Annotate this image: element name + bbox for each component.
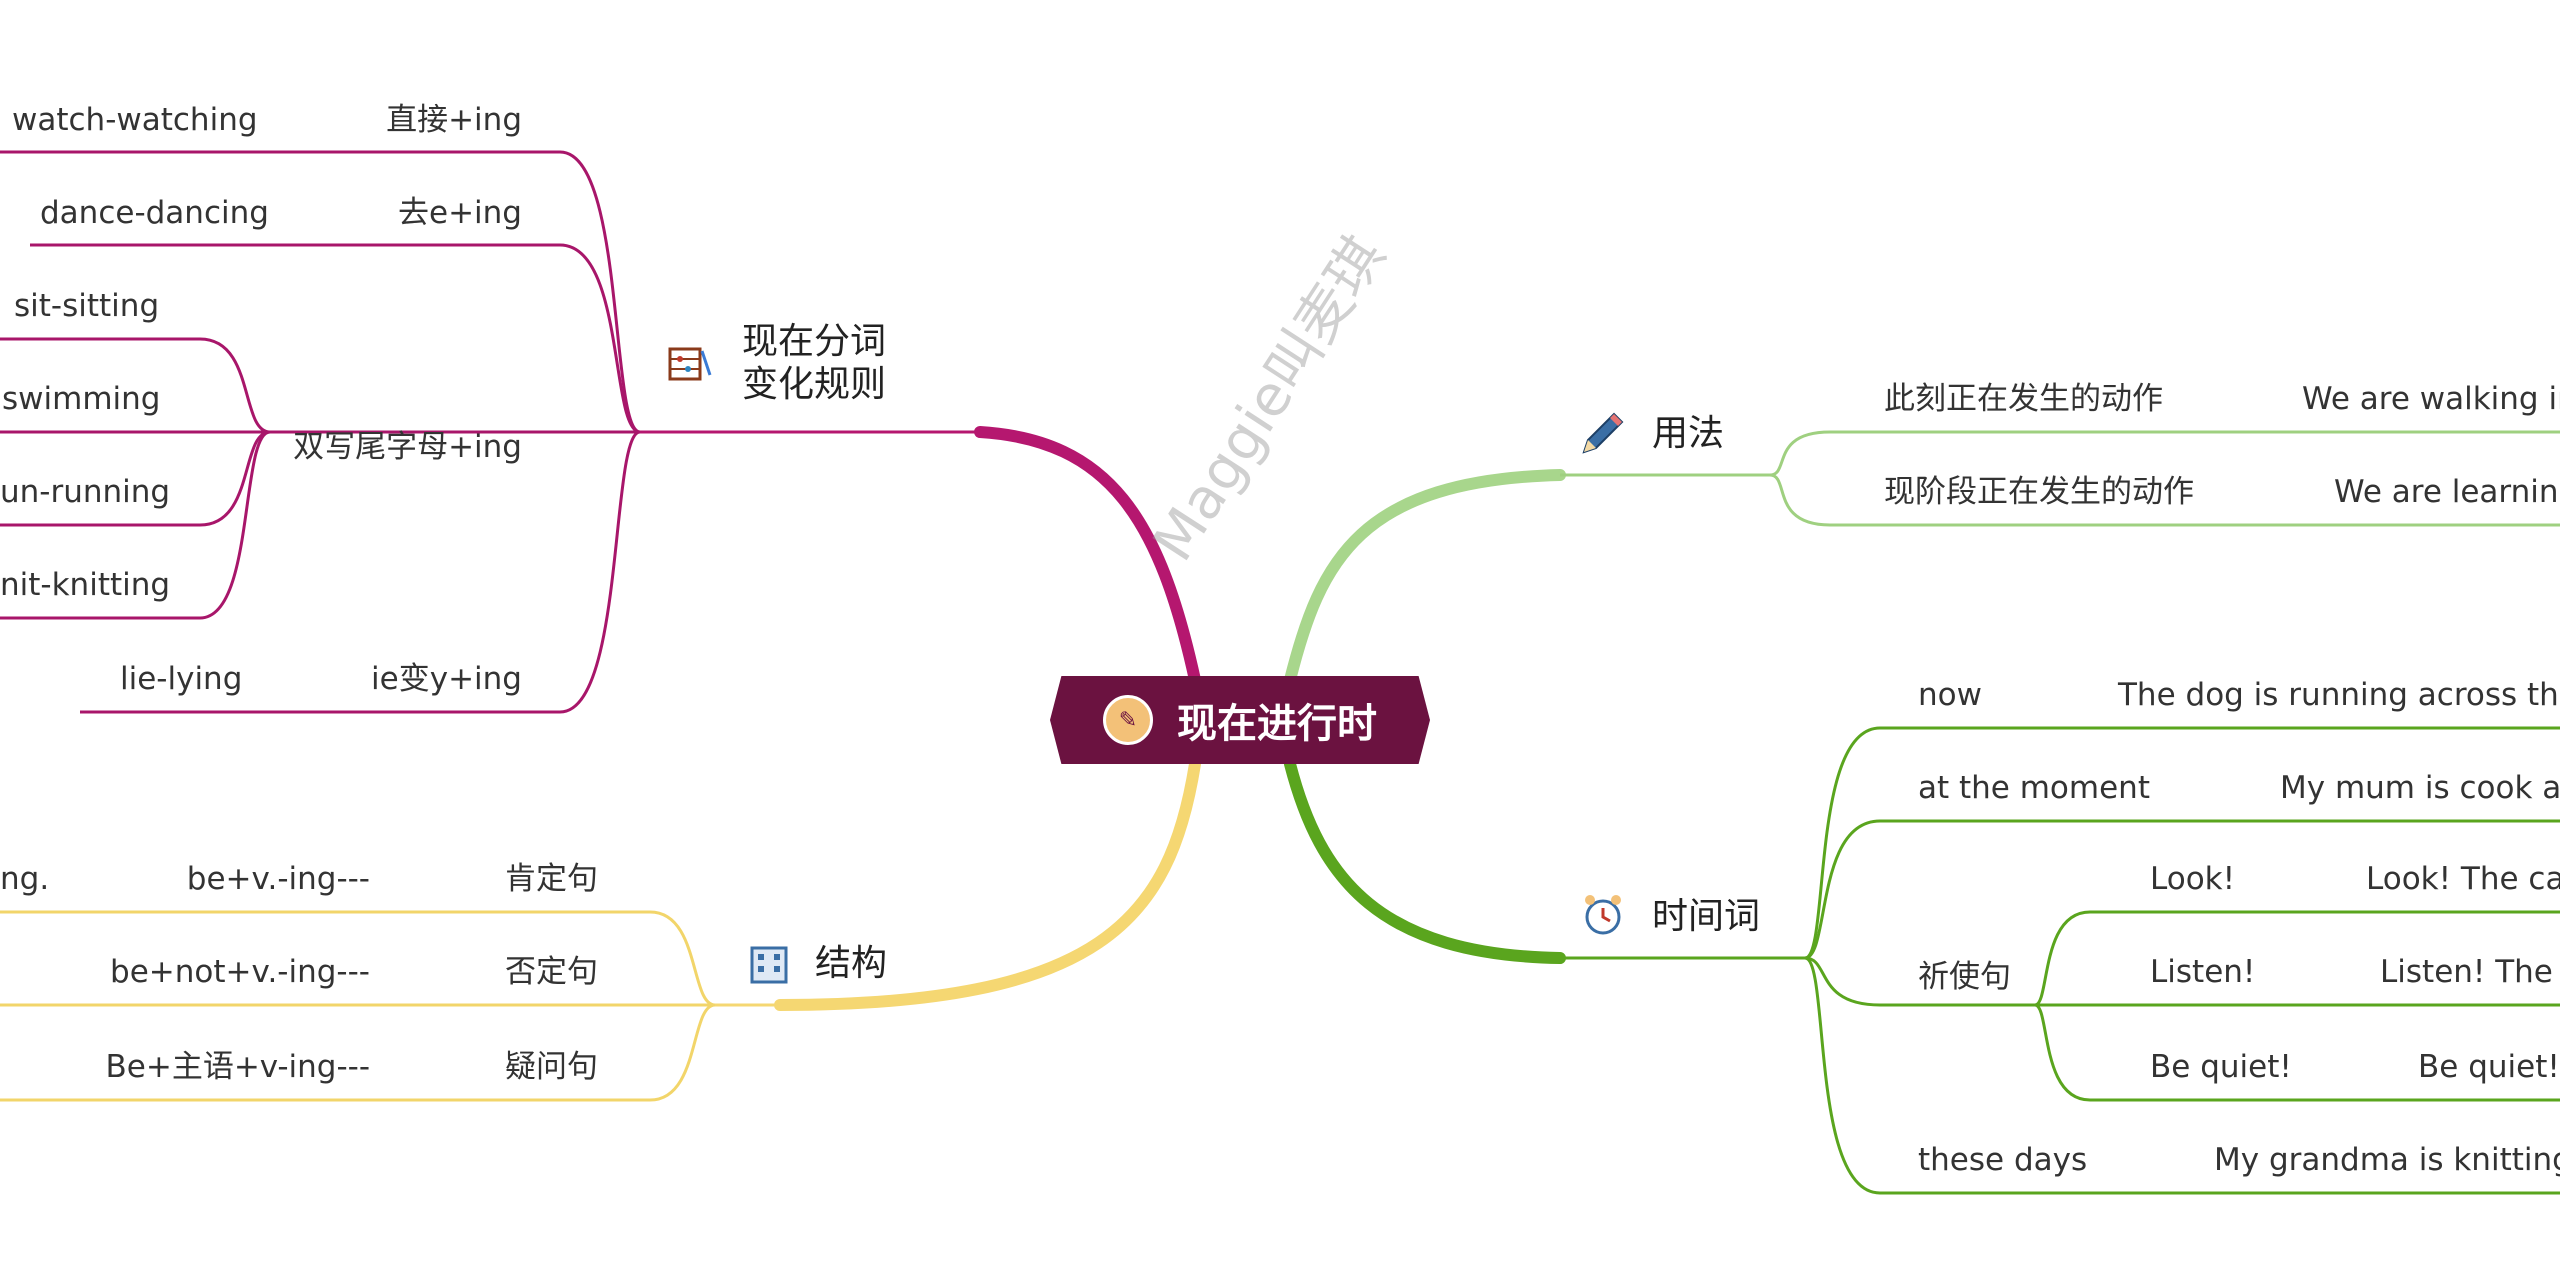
branch-structure-title[interactable]: 结构 [815,943,888,984]
branch-participle-line2: 变化规则 [742,364,887,406]
rule-example[interactable]: swimming [2,381,161,417]
rule-example[interactable]: watch-watching [12,102,258,138]
building-icon [750,946,788,984]
imperative-example[interactable]: Look! The ca [2366,861,2560,897]
trunk-structure [774,758,1201,1011]
rule-label[interactable]: 直接+ing [386,102,522,138]
structure-label[interactable]: 否定句 [505,954,598,990]
rule-example[interactable]: lie-lying [120,661,243,697]
root-node[interactable]: ✎ 现在进行时 [1050,676,1430,764]
imperative-label[interactable]: Listen! [2150,954,2256,990]
structure-formula[interactable]: Be+主语+v-ing--- [105,1049,370,1085]
structure-label[interactable]: 疑问句 [505,1049,598,1085]
rule-example[interactable]: un-running [0,474,171,510]
root-title: 现在进行时 [1177,701,1377,747]
rule-label[interactable]: ie变y+ing [371,661,522,697]
abacus-icon [668,347,712,381]
branch-participle-title[interactable]: 现在分词 变化规则 [742,320,886,406]
rule-label[interactable]: 去e+ing [398,195,522,231]
rule-example[interactable]: sit-sitting [14,288,160,324]
trunk-usage [1284,469,1566,686]
rule-example[interactable]: dance-dancing [40,195,269,231]
time-label[interactable]: 祈使句 [1918,959,2011,995]
branch-time-title[interactable]: 时间词 [1652,896,1761,937]
usage-example[interactable]: We are learning [2334,474,2560,510]
clock-search-icon: ✎ [1103,695,1153,745]
rule-example[interactable]: nit-knitting [0,567,171,603]
trunk-time [1284,758,1566,964]
pencil-icon [1582,412,1624,454]
structure-example[interactable]: ng. [0,861,50,897]
structure-label[interactable]: 肯定句 [505,861,598,897]
imperative-example[interactable]: Be quiet! [2418,1049,2560,1085]
imperative-example[interactable]: Listen! The l [2380,954,2560,990]
time-example[interactable]: The dog is running across the [2118,677,2560,713]
branch-participle-line1: 现在分词 [742,321,887,362]
imperative-label[interactable]: Be quiet! [2150,1049,2292,1085]
time-example[interactable]: My mum is cook a [2280,770,2560,806]
imperative-label[interactable]: Look! [2150,861,2236,897]
structure-formula[interactable]: be+v.-ing--- [186,861,370,897]
time-label[interactable]: these days [1918,1142,2088,1178]
rule-label[interactable]: 双写尾字母+ing [293,429,522,465]
trunk-participle [974,426,1201,686]
time-label[interactable]: now [1918,677,1982,713]
usage-label[interactable]: 现阶段正在发生的动作 [1884,474,2194,510]
time-label[interactable]: at the moment [1918,770,2150,806]
alarm-clock-icon [1585,895,1621,935]
structure-formula[interactable]: be+not+v.-ing--- [110,954,370,990]
usage-label[interactable]: 此刻正在发生的动作 [1884,381,2163,417]
usage-example[interactable]: We are walking in [2302,381,2560,417]
time-example[interactable]: My grandma is knitting [2214,1142,2560,1178]
branch-usage-title[interactable]: 用法 [1652,413,1725,454]
